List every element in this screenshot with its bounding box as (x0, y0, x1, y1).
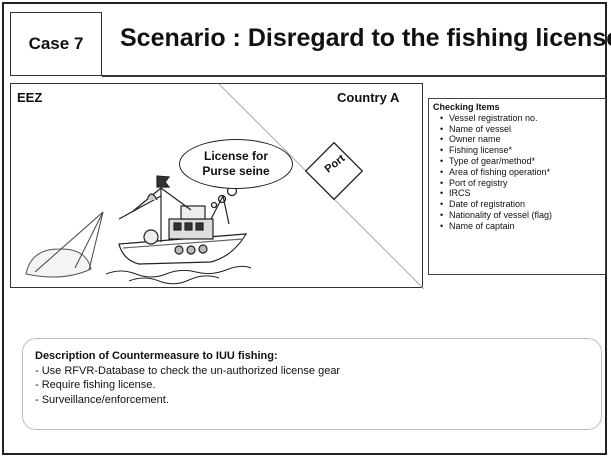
list-item: Port of registry (440, 178, 601, 189)
fishing-boat-icon (118, 175, 248, 265)
case-label-text: Case 7 (28, 34, 84, 53)
list-item: Nationality of vessel (flag) (440, 210, 601, 221)
license-thought-bubble: License for Purse seine (179, 139, 293, 189)
list-item: Vessel registration no. (440, 113, 601, 124)
list-item: Owner name (440, 134, 601, 145)
purse-seine-net-icon (25, 211, 104, 278)
list-item: Name of vessel (440, 124, 601, 135)
slide-border (2, 2, 607, 455)
wave-line (105, 265, 252, 278)
countermeasure-item: - Require fishing license. (35, 379, 156, 391)
list-item: Type of gear/method* (440, 156, 601, 167)
countermeasure-item: - Surveillance/enforcement. (35, 393, 169, 406)
checklist-list: Vessel registration no. Name of vessel O… (433, 113, 601, 232)
countermeasure-item: - Use RFVR-Database to check the un-auth… (35, 364, 341, 377)
list-item: Name of captain (440, 221, 601, 232)
port-icon (304, 141, 364, 201)
slide-title: Scenario : Disregard to the fishing lice… (120, 24, 611, 52)
wave-line (128, 275, 220, 285)
case-label: Case 7 (10, 12, 102, 76)
list-item: Date of registration (440, 199, 601, 210)
countermeasure-box: Description of Countermeasure to IUU fis… (22, 338, 602, 430)
list-item: Fishing license* (440, 145, 601, 156)
bubble-line: Purse seine (202, 164, 270, 178)
checklist-title: Checking Items (433, 102, 500, 112)
header-divider (102, 75, 607, 77)
map-panel: EEZ Country A License for Purse seine Po… (10, 83, 424, 289)
checking-items-box: Checking Items Vessel registration no. N… (428, 98, 606, 275)
country-label: Country A (337, 90, 400, 105)
map-illustration (25, 84, 424, 289)
list-item: IRCS (440, 188, 601, 199)
bubble-line: License for (203, 149, 269, 163)
list-item: Area of fishing operation* (440, 167, 601, 178)
thought-dot-icon (210, 201, 218, 209)
countermeasure-title: Description of Countermeasure to IUU fis… (35, 350, 278, 362)
eez-label: EEZ (17, 90, 43, 105)
